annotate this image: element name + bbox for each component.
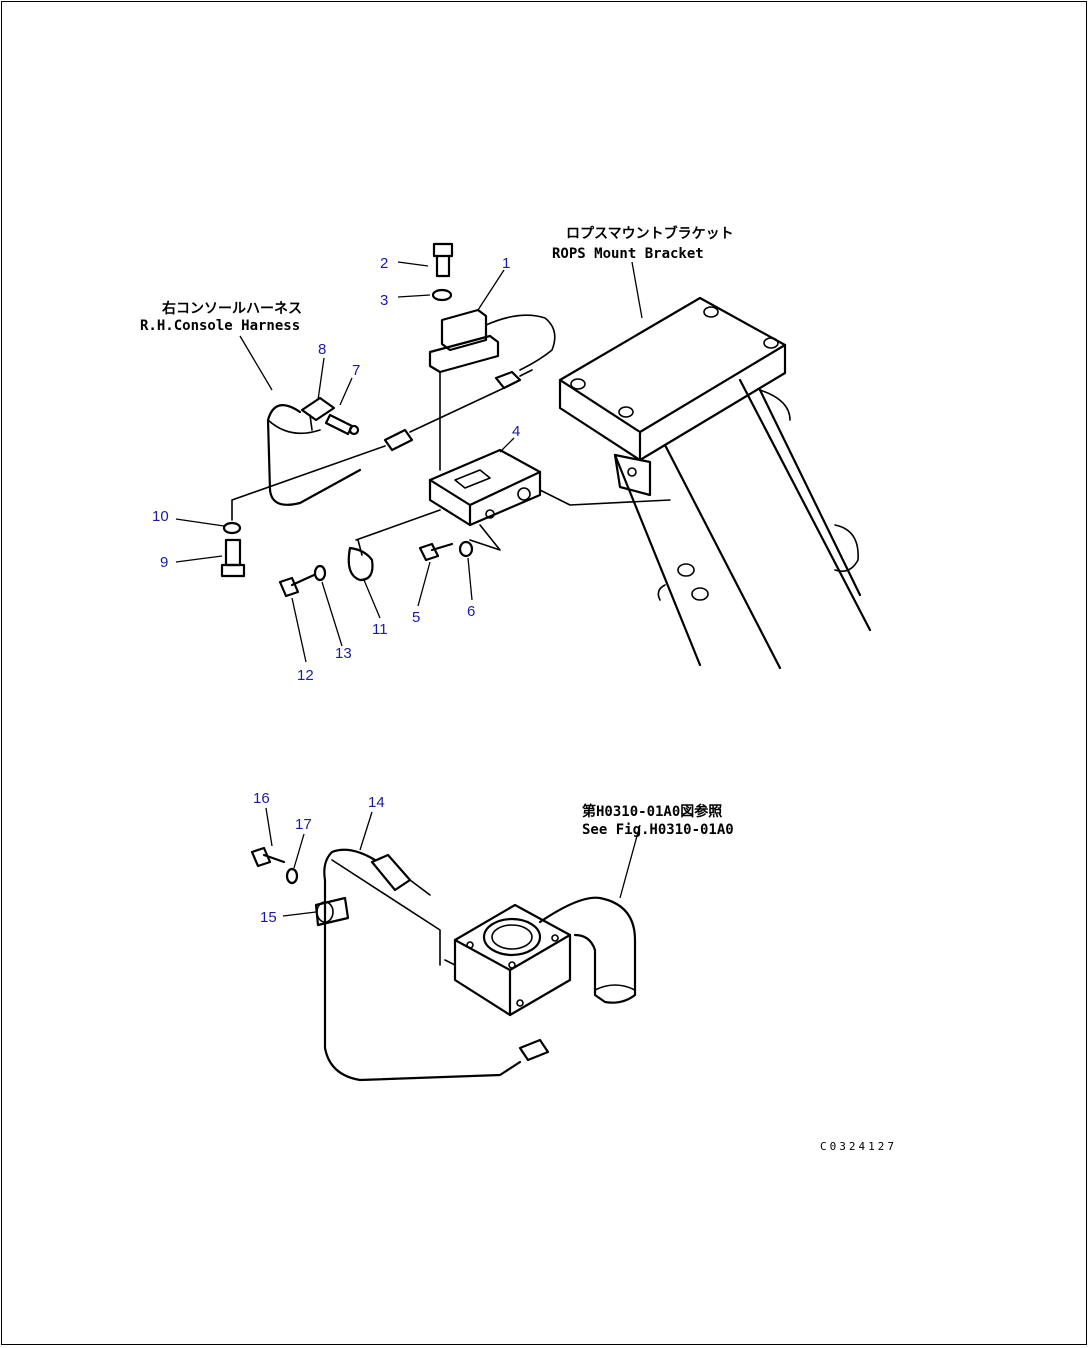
part-6-washer bbox=[458, 540, 474, 558]
callout-10: 10 bbox=[152, 508, 169, 525]
part-5-bolt bbox=[418, 542, 454, 562]
part-9-bolt bbox=[220, 538, 246, 578]
callout-9: 9 bbox=[160, 554, 168, 571]
rops-mount-bracket bbox=[558, 296, 872, 670]
drawing-code: C0324127 bbox=[820, 1140, 897, 1153]
callout-7: 7 bbox=[352, 362, 360, 379]
callout-8: 8 bbox=[318, 341, 326, 358]
callout-12: 12 bbox=[297, 667, 314, 684]
lower-connector bbox=[518, 1038, 550, 1062]
leader-lines bbox=[175, 261, 643, 917]
part-2-bolt bbox=[432, 242, 454, 278]
connector bbox=[494, 370, 522, 390]
part-11-clamp bbox=[347, 509, 441, 582]
part-16-bolt bbox=[250, 846, 286, 868]
rops-label-jp: ロプスマウントブラケット bbox=[566, 225, 734, 242]
part-14-harness bbox=[323, 848, 522, 1082]
callout-6: 6 bbox=[467, 603, 475, 620]
callout-5: 5 bbox=[412, 609, 420, 626]
callout-17: 17 bbox=[295, 816, 312, 833]
part-3-washer bbox=[431, 288, 453, 302]
callout-2: 2 bbox=[380, 255, 388, 272]
rops-label-en: ROPS Mount Bracket bbox=[552, 246, 704, 262]
console-label-jp: 右コンソールハーネス bbox=[161, 300, 302, 317]
callout-15: 15 bbox=[260, 909, 277, 926]
seefig-label-jp: 第H0310-01A0図参照 bbox=[582, 803, 722, 820]
part-8-clamp bbox=[300, 396, 336, 431]
part-10-washer bbox=[222, 521, 242, 535]
seefig-label-en: See Fig.H0310-01A0 bbox=[582, 822, 734, 838]
elbow-pipe bbox=[538, 896, 637, 1004]
part-1-relay bbox=[428, 308, 556, 374]
callout-3: 3 bbox=[380, 292, 388, 309]
callout-16: 16 bbox=[253, 790, 270, 807]
part-13-washer bbox=[313, 564, 327, 582]
part-15-clamp bbox=[314, 896, 350, 927]
part-7-bolt bbox=[324, 413, 360, 436]
part-12-bolt bbox=[278, 573, 316, 598]
callout-4: 4 bbox=[512, 423, 520, 440]
console-label-en: R.H.Console Harness bbox=[140, 318, 300, 334]
callout-1: 1 bbox=[502, 255, 510, 272]
part-17-washer bbox=[285, 867, 299, 885]
lower-sensor-housing bbox=[444, 903, 572, 1017]
part-4-bracket bbox=[428, 448, 671, 527]
callout-13: 13 bbox=[335, 645, 352, 662]
part-14-sensor bbox=[370, 853, 431, 896]
console-harness bbox=[266, 404, 362, 506]
callout-14: 14 bbox=[368, 794, 385, 811]
callout-11: 11 bbox=[372, 621, 388, 638]
